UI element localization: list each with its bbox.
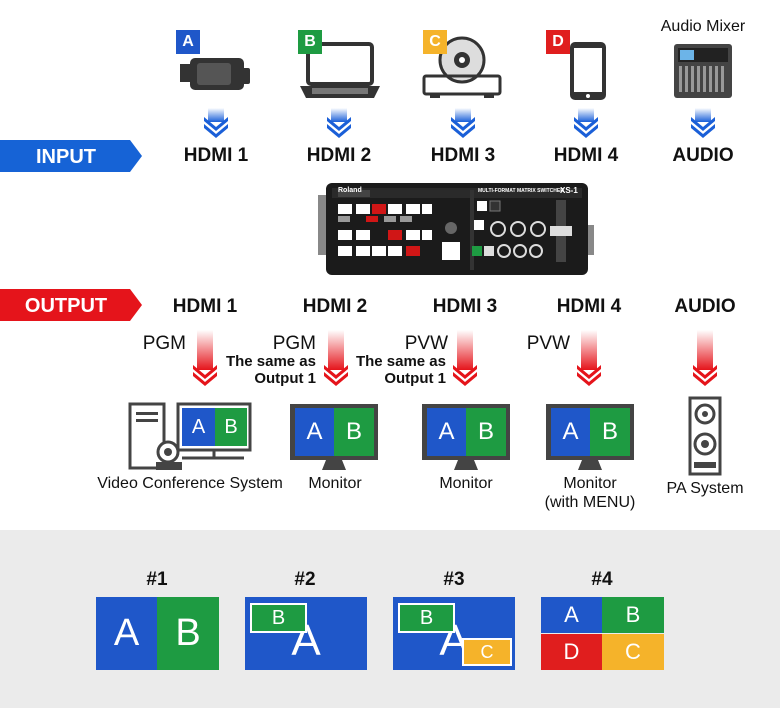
note-o3-line1: The same as: [355, 353, 446, 370]
note-o2-line1: The same as: [225, 353, 316, 370]
badge-b: B: [298, 30, 322, 54]
output-arrows: [193, 330, 717, 386]
input-label-hdmi4: HDMI 4: [553, 145, 619, 166]
speaker-icon: [688, 396, 722, 476]
audio-mixer-icon: [674, 44, 732, 98]
input-tag: INPUT: [36, 145, 96, 168]
device-model-line: MULTI-FORMAT MATRIX SWITCHER: [478, 188, 564, 194]
note-o3-line2: Output 1: [384, 370, 446, 387]
dest-pa-system: PA System: [666, 480, 744, 497]
dest-monitor-4-line2: (with MENU): [544, 494, 636, 511]
badge-d: D: [546, 30, 570, 54]
layout-3-b: B: [398, 603, 455, 633]
layout-3-title: #3: [443, 569, 465, 590]
layout-1-b: B: [157, 597, 219, 670]
layout-1-a: A: [96, 597, 157, 670]
mode-o4: PVW: [526, 333, 570, 354]
output-tag-shape: [0, 289, 142, 321]
note-o2-line2: Output 1: [254, 370, 316, 387]
laptop-icon: [300, 42, 380, 98]
input-label-hdmi3: HDMI 3: [430, 145, 496, 166]
monitor2-b: B: [334, 408, 374, 456]
audio-mixer-title: Audio Mixer: [660, 18, 746, 35]
xs1-switcher-device: [318, 183, 594, 275]
layout-1-title: #1: [146, 569, 168, 590]
monitor4-b: B: [590, 408, 630, 456]
output-label-hdmi3: HDMI 3: [432, 296, 498, 317]
input-label-hdmi1: HDMI 1: [183, 145, 249, 166]
dest-monitor-4-line1: Monitor: [563, 475, 617, 492]
monitor3-b: B: [466, 408, 506, 456]
output-label-audio: AUDIO: [674, 296, 736, 317]
monitor2-a: A: [295, 408, 334, 456]
input-tag-shape: [0, 140, 142, 172]
layout-4-title: #4: [591, 569, 613, 590]
output-label-hdmi1: HDMI 1: [172, 296, 238, 317]
layout-3-c: C: [462, 638, 512, 666]
layout-4-c: C: [602, 634, 664, 670]
output-label-hdmi2: HDMI 2: [302, 296, 368, 317]
device-brand: Roland: [338, 187, 362, 194]
vc-screen-b: B: [215, 408, 247, 446]
input-label-hdmi2: HDMI 2: [306, 145, 372, 166]
badge-a: A: [176, 30, 200, 54]
device-model: XS-1: [560, 186, 578, 195]
smartphone-icon: [570, 42, 606, 100]
camcorder-icon: [180, 58, 250, 90]
layout-2-title: #2: [294, 569, 316, 590]
dest-monitor-3: Monitor: [439, 475, 493, 492]
layout-4-b: B: [602, 597, 664, 633]
monitor3-a: A: [427, 408, 466, 456]
layout-2-b: B: [250, 603, 307, 633]
output-label-hdmi4: HDMI 4: [556, 296, 622, 317]
mode-o3: PVW: [404, 333, 448, 354]
input-arrows: [204, 108, 715, 138]
output-tag: OUTPUT: [24, 294, 108, 317]
dest-monitor-2: Monitor: [308, 475, 362, 492]
layout-4-d: D: [541, 634, 602, 670]
layout-4-a: A: [541, 597, 602, 633]
input-label-audio: AUDIO: [672, 145, 734, 166]
disc-player-icon: [422, 36, 502, 98]
mode-o2: PGM: [272, 333, 316, 354]
vc-screen-a: A: [182, 408, 215, 446]
dest-video-conference: Video Conference System: [97, 475, 283, 492]
monitor4-a: A: [551, 408, 590, 456]
badge-c: C: [423, 30, 447, 54]
mode-o1: PGM: [142, 333, 186, 354]
